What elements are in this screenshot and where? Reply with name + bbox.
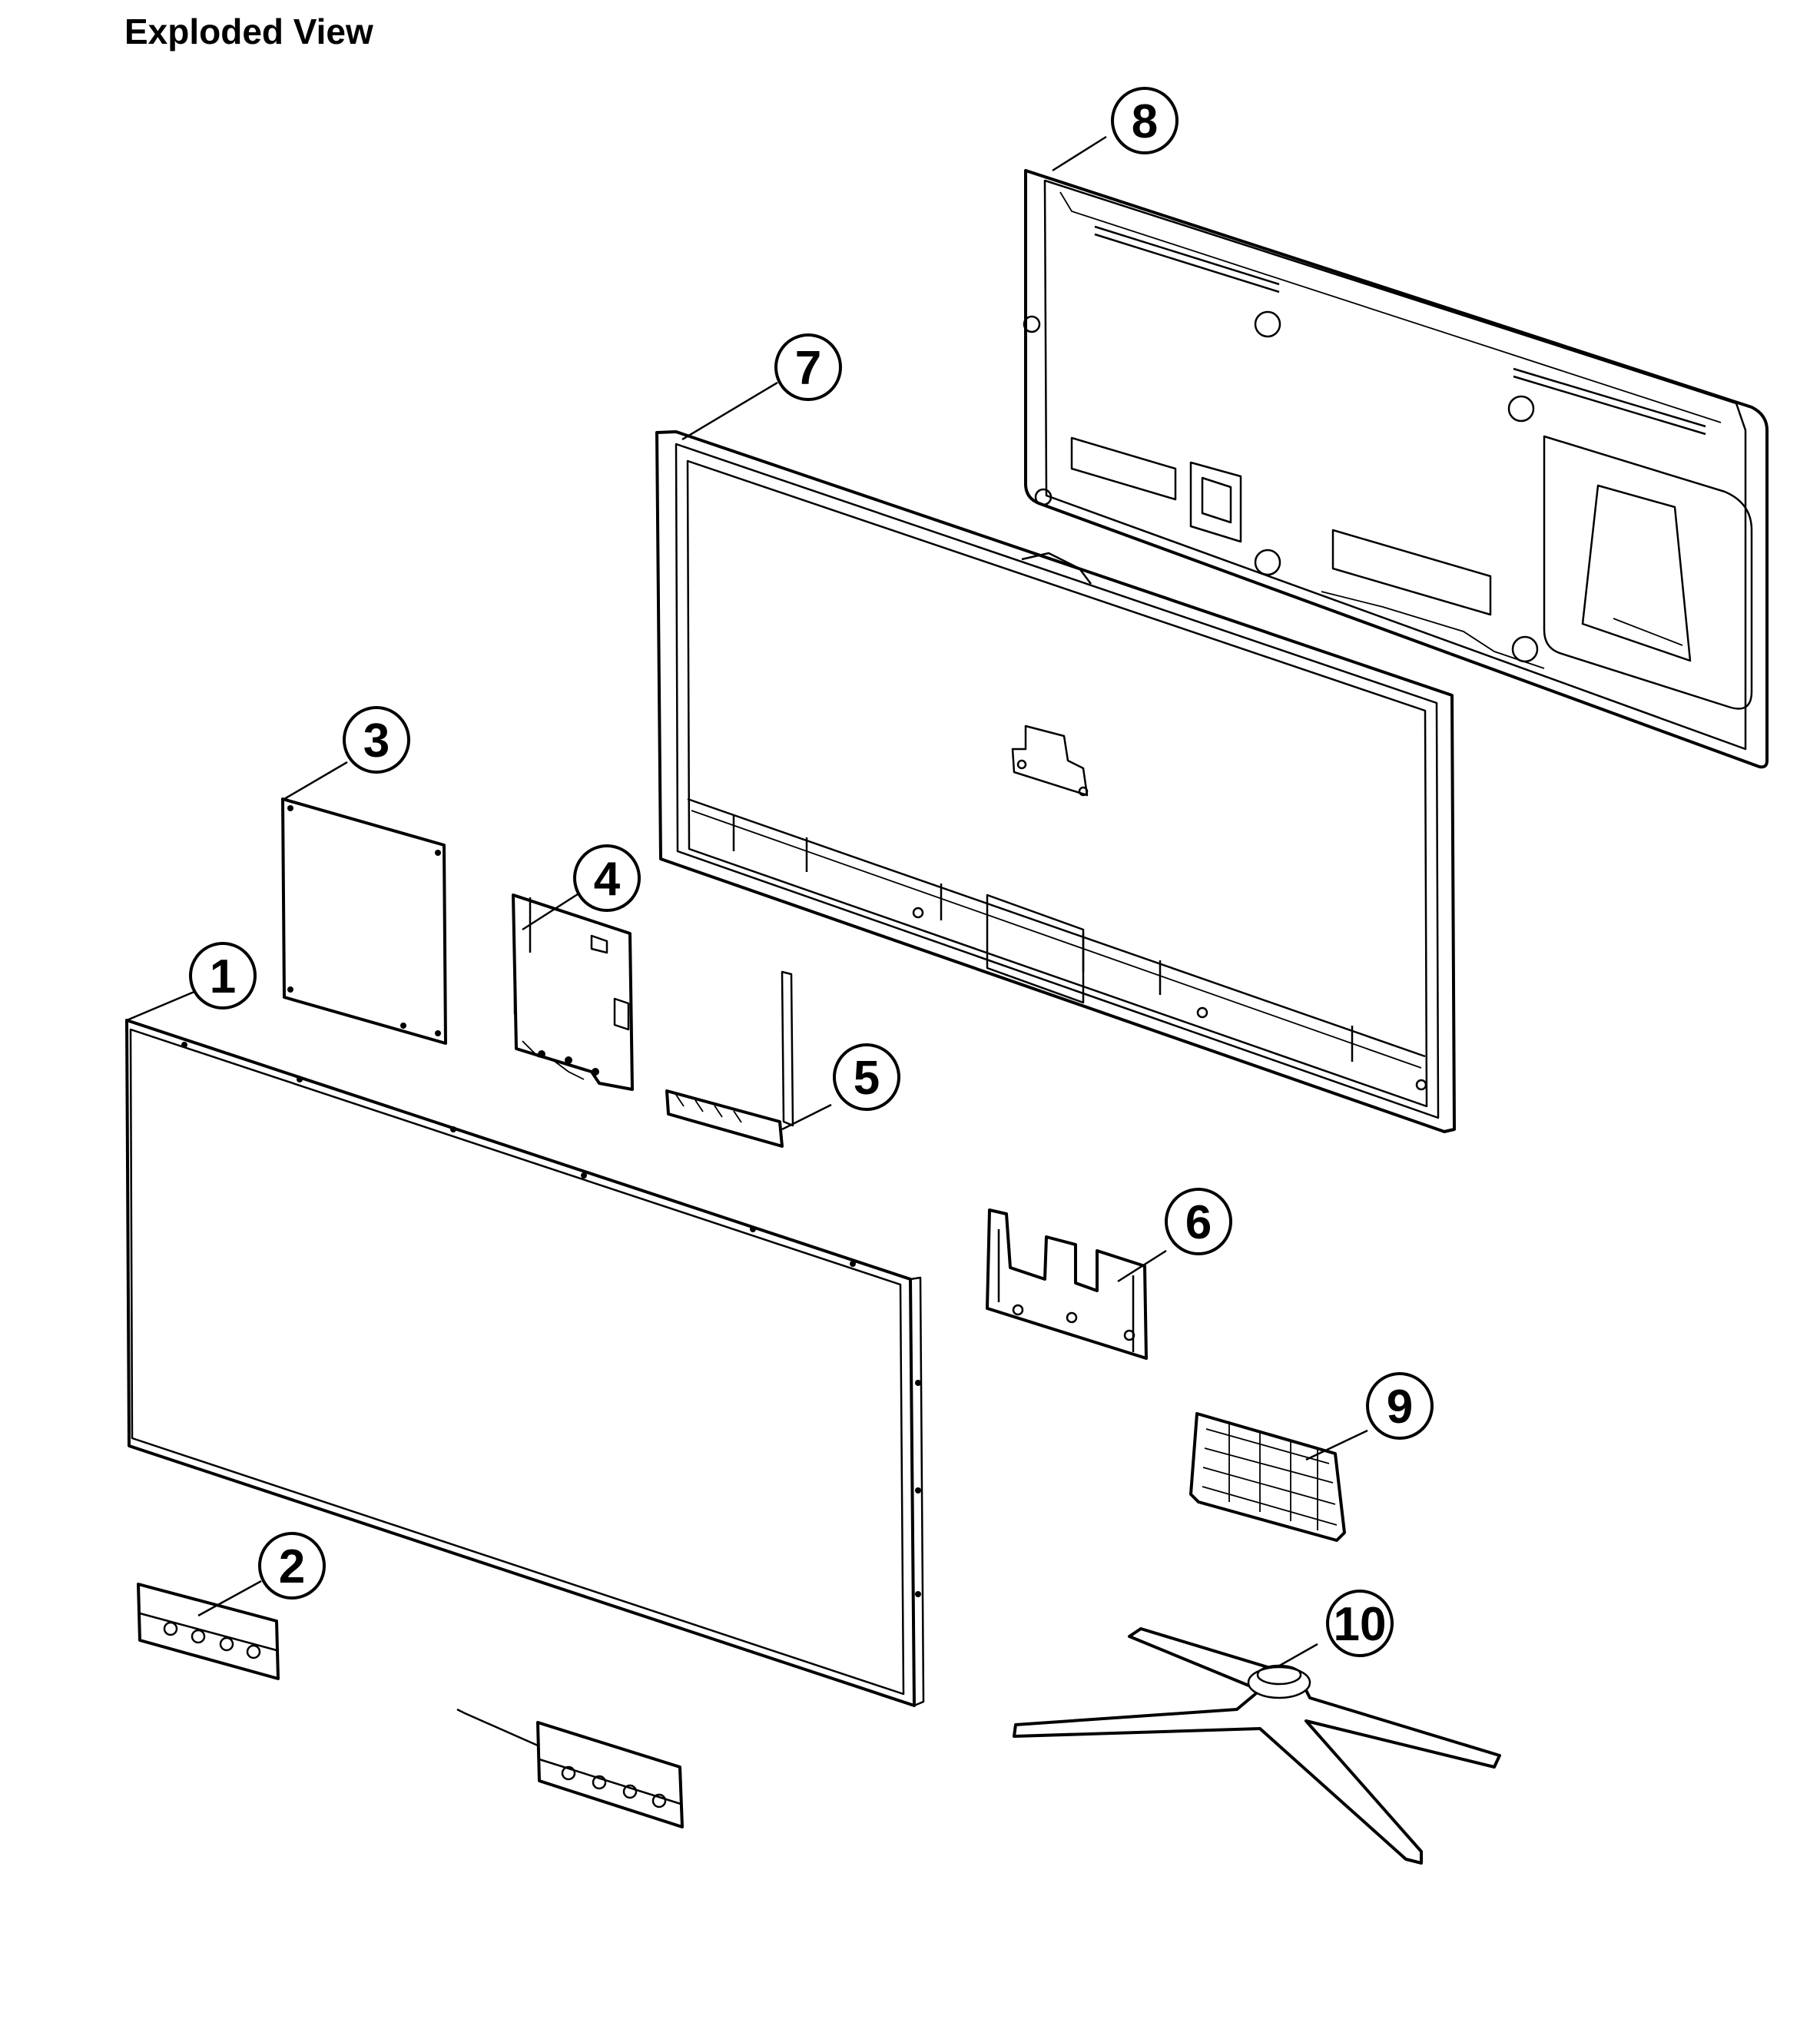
part-2-key-board xyxy=(137,1583,280,1680)
callout-10: 10 xyxy=(1326,1590,1394,1657)
callout-9: 9 xyxy=(1366,1372,1434,1440)
callout-3-label: 3 xyxy=(363,714,390,767)
callout-5-label: 5 xyxy=(854,1052,880,1105)
part-1-lcd-panel xyxy=(125,1019,925,1707)
part-2-key-board-alt xyxy=(456,1708,684,1828)
callout-2: 2 xyxy=(258,1532,326,1600)
part-6-stand-bracket xyxy=(986,1208,1148,1360)
callout-8-label: 8 xyxy=(1132,95,1158,148)
part-10-stand-base xyxy=(1013,1627,1501,1865)
page-title: Exploded View xyxy=(124,12,373,51)
leader-lines xyxy=(126,135,1368,1669)
part-9-stand-cover xyxy=(1189,1412,1346,1542)
callout-7: 7 xyxy=(774,333,842,401)
callout-1: 1 xyxy=(189,942,257,1010)
part-5-function-board xyxy=(665,970,794,1148)
callout-7-label: 7 xyxy=(795,342,821,395)
callout-3: 3 xyxy=(343,706,410,774)
part-8-rear-cover xyxy=(1023,169,1769,769)
callout-4-label: 4 xyxy=(594,853,621,906)
callout-8: 8 xyxy=(1111,87,1179,154)
part-7-front-bezel xyxy=(655,430,1456,1133)
callout-9-label: 9 xyxy=(1387,1381,1413,1434)
callout-6-label: 6 xyxy=(1185,1196,1212,1249)
callout-2-label: 2 xyxy=(279,1540,305,1593)
callout-10-label: 10 xyxy=(1334,1598,1387,1651)
part-3-power-board xyxy=(281,797,447,1045)
callout-5: 5 xyxy=(833,1043,900,1111)
callout-4: 4 xyxy=(573,844,641,912)
callout-6: 6 xyxy=(1165,1188,1232,1255)
callout-1-label: 1 xyxy=(210,950,236,1003)
